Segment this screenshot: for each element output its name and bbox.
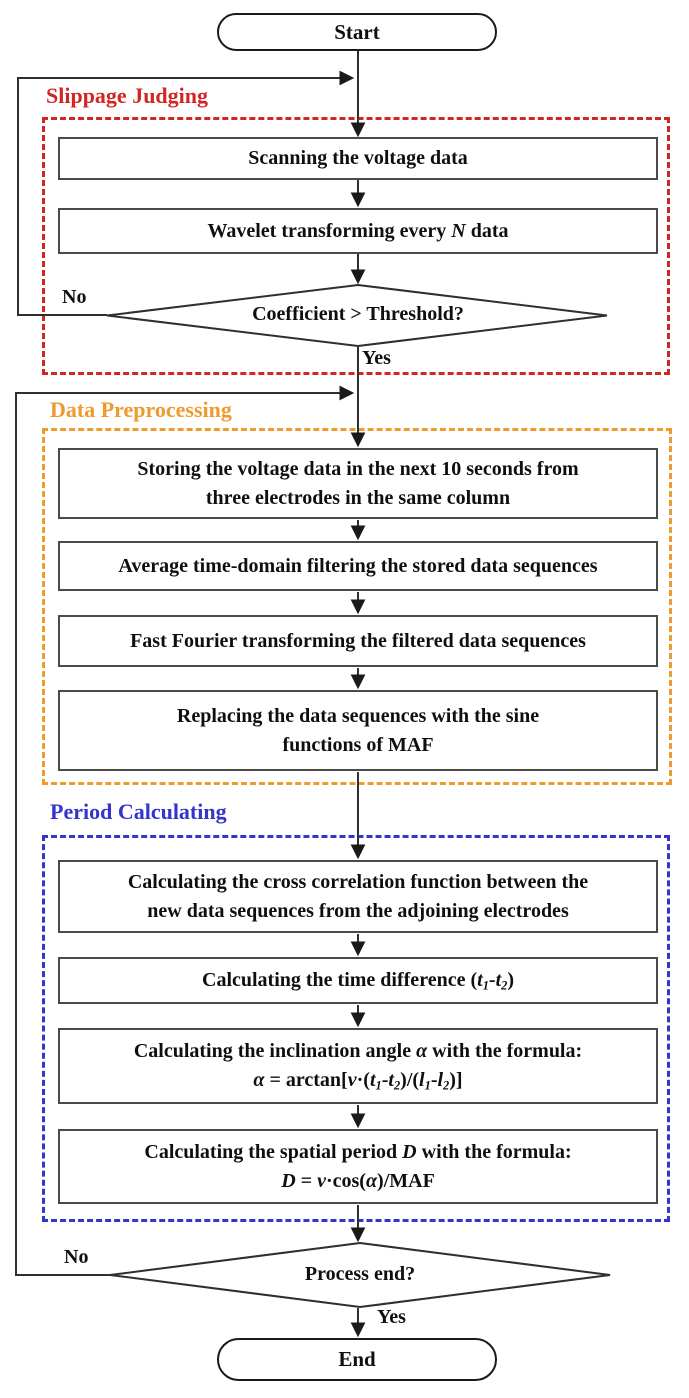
process-box-storing: Storing the voltage data in the next 10 … bbox=[58, 448, 658, 519]
process-box-spatial-period: Calculating the spatial period D with th… bbox=[58, 1129, 658, 1204]
threshold-no-label: No bbox=[62, 286, 87, 308]
process-box-time-difference: Calculating the time difference (t1-t2) bbox=[58, 957, 658, 1004]
process-box-fft: Fast Fourier transforming the filtered d… bbox=[58, 615, 658, 667]
period-calculating-group-box bbox=[42, 835, 670, 1222]
section-label-period-calculating: Period Calculating bbox=[50, 799, 227, 824]
process-box-inclination-angle: Calculating the inclination angle α with… bbox=[58, 1028, 658, 1104]
process-box-cross-correlation: Calculating the cross correlation functi… bbox=[58, 860, 658, 933]
decision-process-end-question: Process end? bbox=[304, 1263, 416, 1285]
section-label-slippage-judging: Slippage Judging bbox=[46, 83, 209, 108]
start-terminator: Start bbox=[217, 13, 497, 51]
process-box-average-filtering: Average time-domain filtering the stored… bbox=[58, 541, 658, 591]
decision-process-end-diamond bbox=[109, 1241, 611, 1309]
decision-threshold-diamond bbox=[106, 283, 608, 348]
connector-threshold-no-loop bbox=[17, 70, 355, 316]
process-end-no-label: No bbox=[64, 1246, 89, 1268]
decision-threshold-question: Coefficient > Threshold? bbox=[252, 303, 464, 325]
connector-process-end-no-loop bbox=[15, 385, 355, 1276]
slippage-judging-group-box bbox=[42, 117, 670, 375]
process-box-replacing: Replacing the data sequences with the si… bbox=[58, 690, 658, 771]
process-end-yes-label: Yes bbox=[377, 1306, 406, 1328]
end-terminator: End bbox=[217, 1338, 497, 1381]
process-box-wavelet: Wavelet transforming every N data bbox=[58, 208, 658, 254]
process-box-scanning: Scanning the voltage data bbox=[58, 137, 658, 180]
section-label-data-preprocessing: Data Preprocessing bbox=[50, 397, 232, 422]
threshold-yes-label: Yes bbox=[362, 347, 391, 369]
